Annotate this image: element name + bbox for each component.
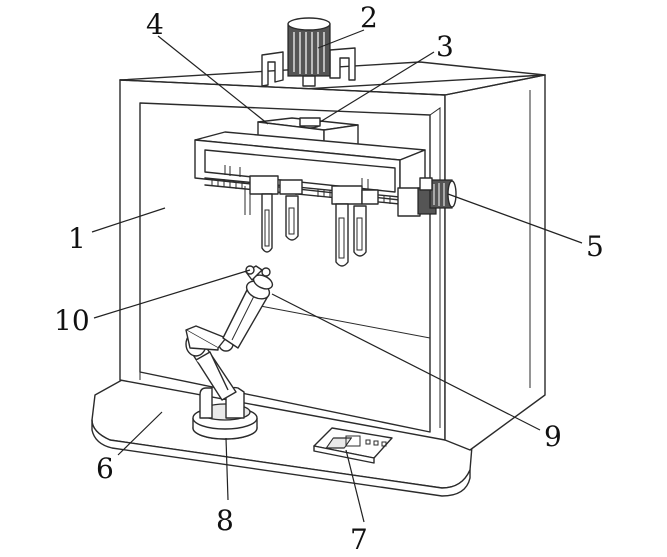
label-2: 2 — [360, 1, 378, 34]
part-labels: 4 2 3 5 1 10 9 6 8 7 — [54, 1, 604, 556]
robot-arm — [185, 265, 274, 440]
top-motor — [261, 17, 356, 87]
control-panel — [313, 427, 393, 464]
label-4: 4 — [146, 8, 164, 41]
label-3: 3 — [436, 30, 454, 63]
label-9: 9 — [544, 420, 562, 453]
label-6: 6 — [96, 452, 114, 485]
label-1: 1 — [68, 222, 86, 255]
label-10: 10 — [54, 304, 90, 337]
label-8: 8 — [216, 504, 234, 537]
label-7: 7 — [350, 523, 368, 556]
leader-lines — [91, 29, 583, 523]
frame-housing — [119, 61, 546, 451]
gripper-left — [249, 175, 303, 253]
gripper-right — [331, 185, 379, 267]
rail-guide-rods — [224, 165, 369, 215]
label-5: 5 — [586, 230, 604, 263]
